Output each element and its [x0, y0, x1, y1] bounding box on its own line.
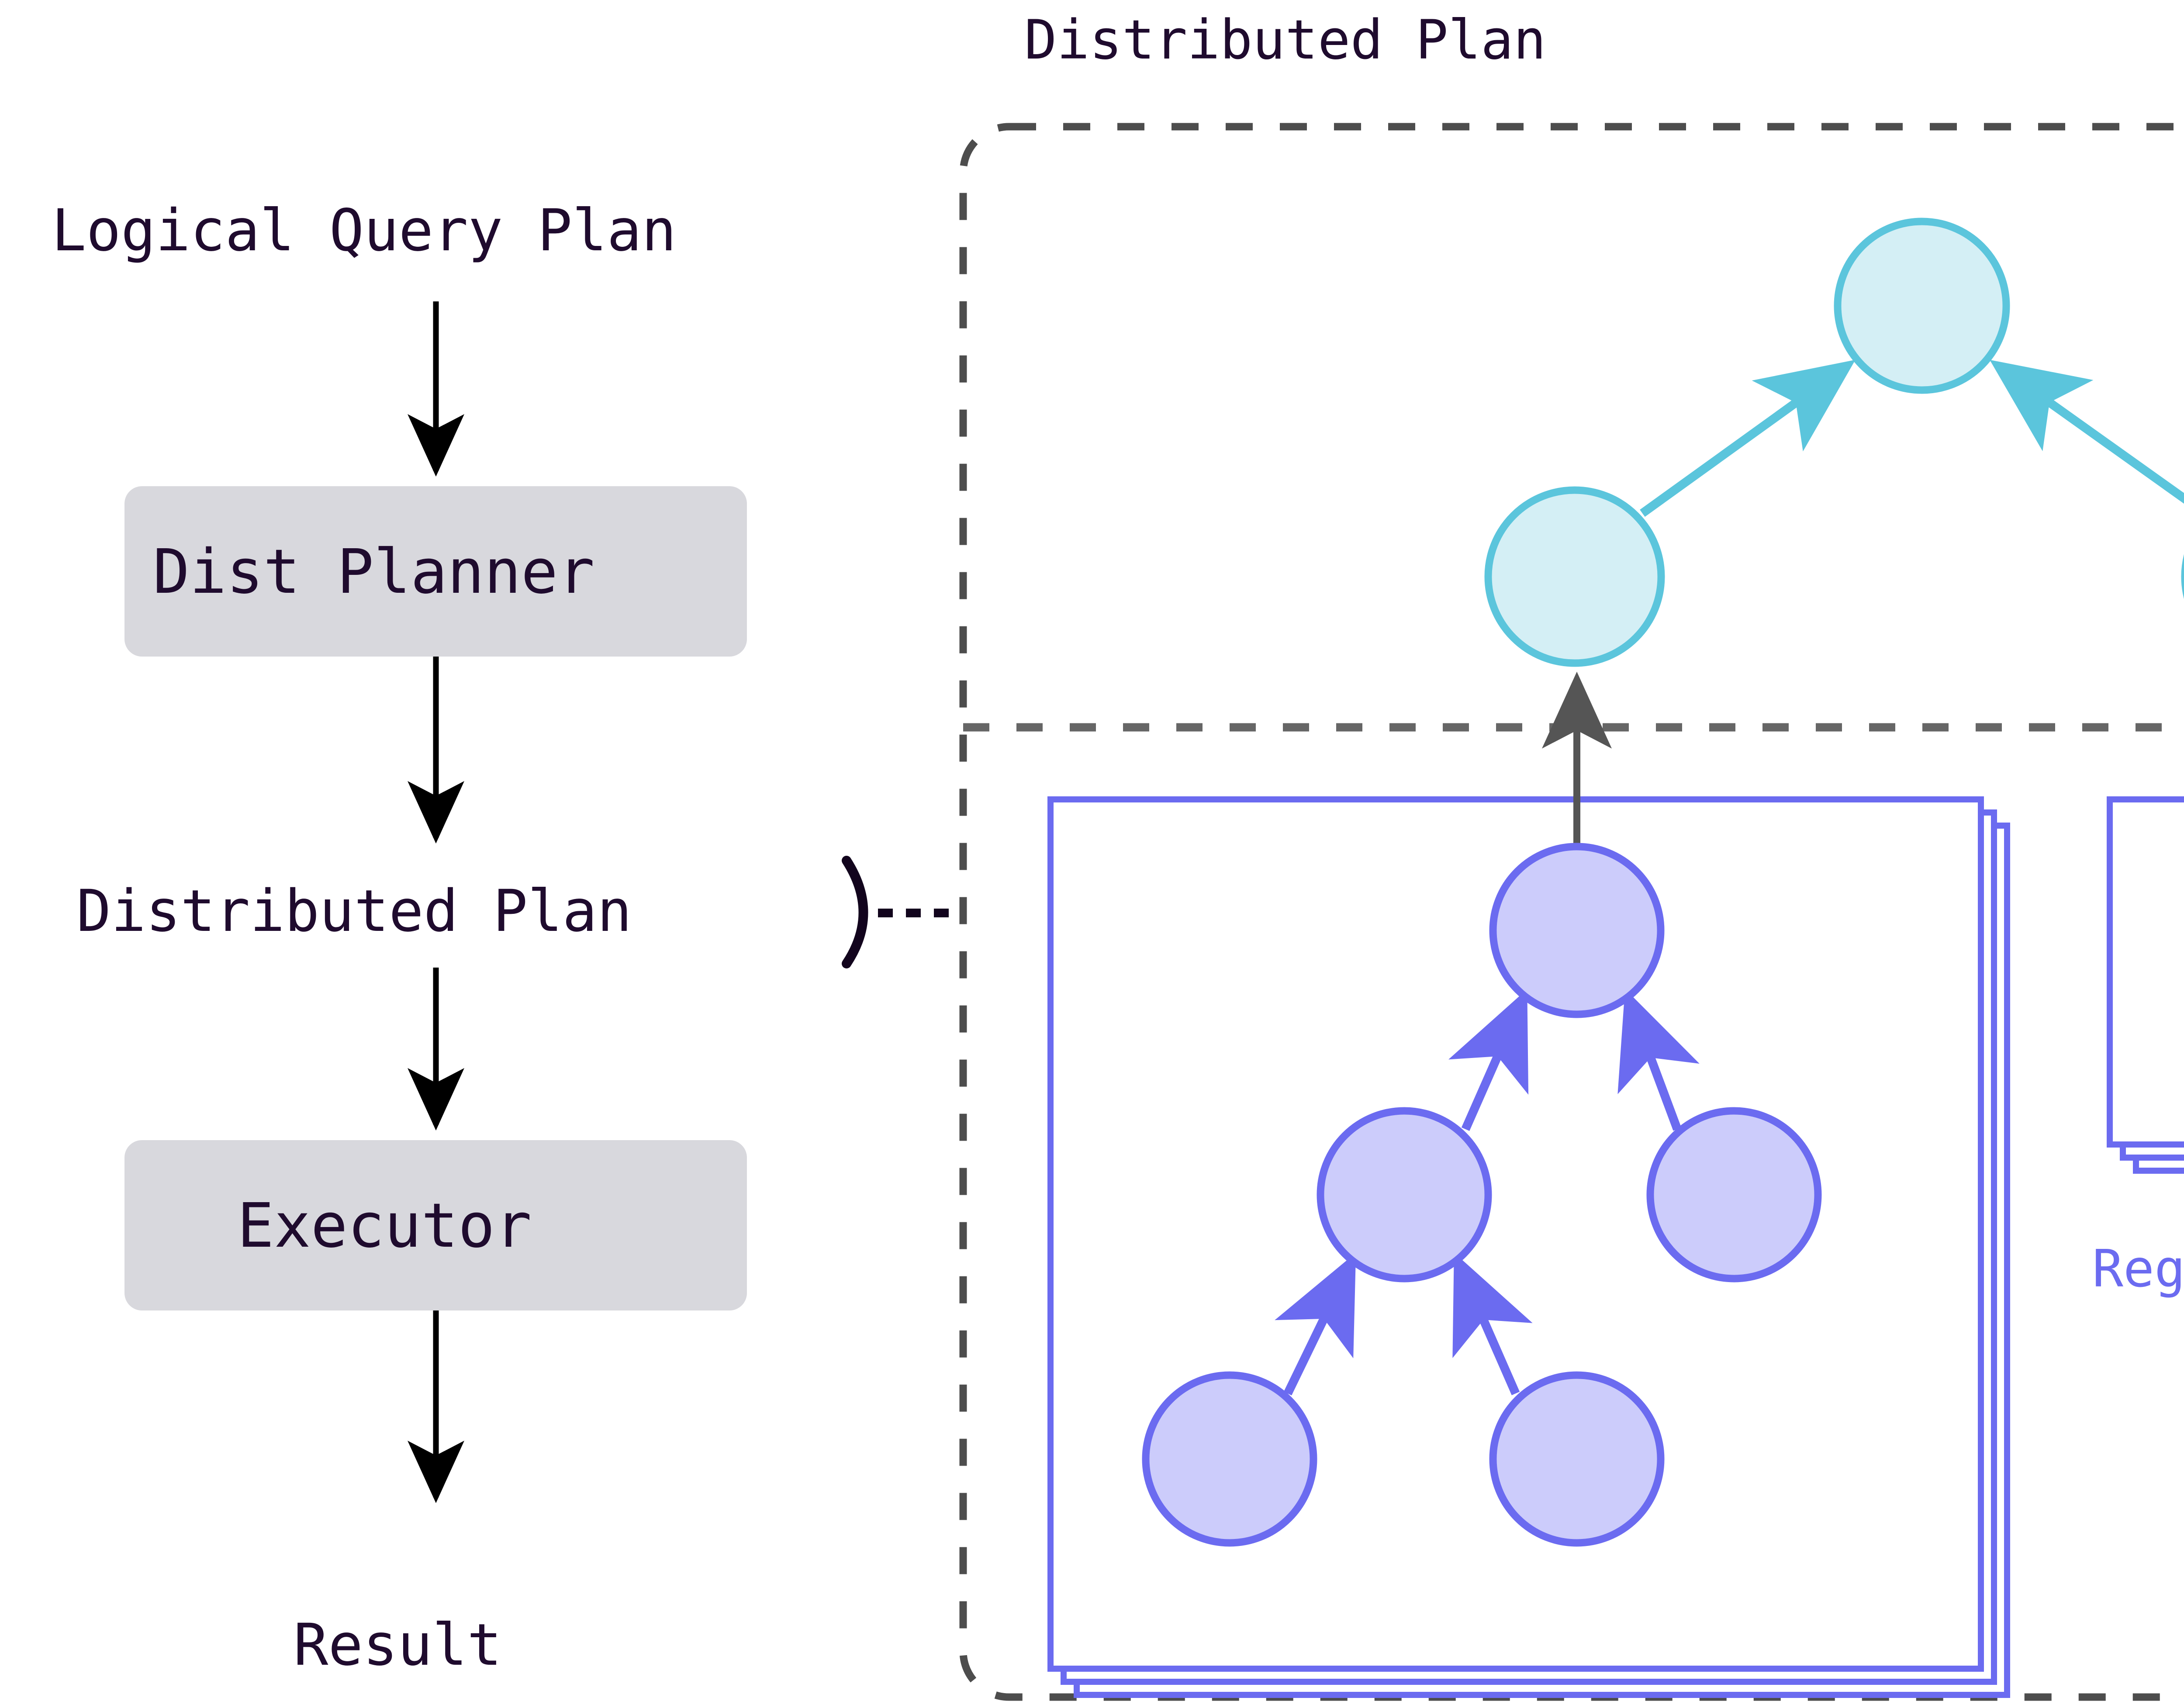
datanode-node-left-root[interactable] [1489, 843, 1665, 1018]
edge-feright-to-feroot [1990, 360, 2184, 504]
edge-dnlleaf2-to-dnlmid [1452, 1252, 1533, 1396]
edge-dnlleaf1-to-dnlmid [1275, 1252, 1356, 1396]
frontend-node-root[interactable] [1834, 218, 2010, 394]
edge-dnlright-to-dnlroot [1617, 989, 1700, 1131]
dist-planner-label: Dist Planner [153, 536, 595, 608]
dist-planner-box[interactable] [124, 486, 747, 657]
datanode-node-left-mid[interactable] [1317, 1107, 1492, 1283]
executor-box[interactable] [124, 1140, 747, 1310]
frontend-node-left[interactable] [1484, 486, 1665, 667]
regions-label: Regions [2092, 1238, 2184, 1299]
edge-dnlmid-to-dnlroot [1448, 989, 1529, 1131]
logical-query-plan-label: Logical Query Plan [52, 197, 677, 264]
datanode-node-left-leaf1[interactable] [1142, 1371, 1317, 1547]
executor-label: Executor [237, 1190, 532, 1262]
distributed-plan-panel-title: Distributed Plan [1024, 9, 1546, 72]
brace-connector-icon [842, 856, 868, 968]
datanode-node-left-right[interactable] [1646, 1107, 1822, 1283]
datanode-node-left-leaf2[interactable] [1489, 1371, 1665, 1547]
edge-feleft-to-feroot [1640, 360, 1856, 517]
region-stack-right-front[interactable] [2107, 796, 2184, 1148]
result-label: Result [294, 1611, 502, 1679]
distributed-plan-step-label: Distributed Plan [76, 878, 632, 945]
